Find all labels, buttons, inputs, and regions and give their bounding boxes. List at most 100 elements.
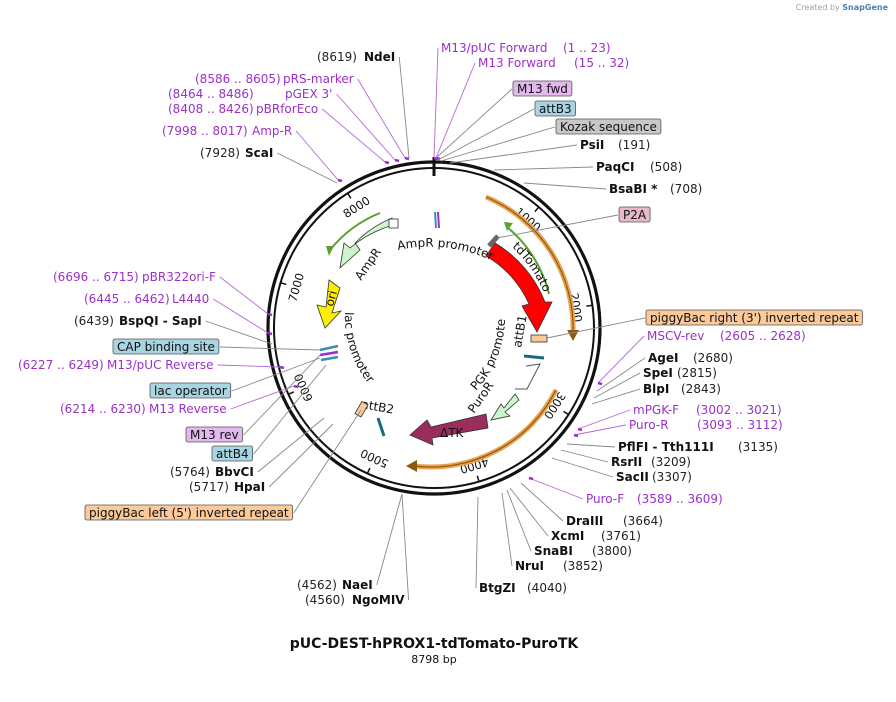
orange-arc-1-head	[567, 330, 579, 341]
label-pos-34: (5717)	[189, 480, 229, 494]
leader-line-8	[449, 144, 578, 164]
label-name-9: PaqCI	[596, 160, 634, 174]
boxed-leader-6	[231, 357, 321, 392]
leader-line-28	[219, 276, 269, 315]
green-arc-1	[506, 226, 550, 295]
leader-line-16	[573, 424, 627, 436]
leader-line-3	[357, 78, 406, 159]
label-name-26: NaeI	[342, 578, 373, 592]
label-pos-0: (8619)	[317, 50, 357, 64]
ori-label: ori	[322, 289, 340, 308]
leader-line-34	[268, 423, 334, 488]
label-pos-32: (6214 .. 6230)	[60, 402, 146, 416]
label-name-5: pBRforEco	[256, 102, 318, 116]
primer-mark-32	[293, 384, 299, 389]
label-pos-18: (3209)	[651, 455, 691, 469]
label-pos-33: (5764)	[170, 465, 210, 479]
boxed-label-text-3: P2A	[623, 208, 647, 222]
label-pos-17: (3135)	[738, 440, 778, 454]
leader-line-14	[591, 388, 641, 405]
label-pos-30: (6439)	[74, 314, 114, 328]
boxed-label-text-9: piggyBac left (5') inverted repeat	[89, 506, 289, 520]
boxed-label-3: P2A	[618, 206, 651, 223]
puror-feature	[490, 393, 520, 421]
boxed-label-text-1: attB3	[539, 102, 572, 116]
leader-line-33	[257, 417, 325, 473]
m13rev-mark	[319, 350, 339, 357]
primer-mark-29	[267, 331, 273, 336]
leader-line-25	[475, 496, 479, 589]
primer-mark-28	[267, 312, 273, 317]
boxed-label-text-2: Kozak sequence	[560, 120, 657, 134]
label-name-10: BsaBI *	[609, 182, 658, 196]
boxed-label-7: M13 rev	[185, 426, 243, 443]
boxed-leader-4	[546, 317, 646, 339]
boxed-label-text-6: lac operator	[154, 384, 227, 398]
leader-line-0	[398, 56, 410, 159]
label-name-11: MSCV-rev	[647, 329, 704, 343]
label-pos-25: (4040)	[527, 581, 567, 595]
primer-mark-20	[528, 476, 534, 481]
label-name-3: pRS-marker	[283, 72, 354, 86]
label-name-30: BspQI - SapI	[119, 314, 202, 328]
backbone	[266, 157, 602, 496]
label-name-23: SnaBI	[534, 544, 573, 558]
label-pos-9: (508)	[650, 160, 682, 174]
boxed-leader-5	[219, 346, 321, 351]
label-name-13: SpeI	[643, 366, 673, 380]
pgk-promoter-mark	[515, 363, 541, 390]
credit-brand: SnapGene	[842, 3, 888, 12]
dtk-label: ΔTK	[440, 426, 465, 440]
boxed-label-text-4: piggyBac right (3') inverted repeat	[650, 311, 859, 325]
primer-mark-4	[394, 158, 400, 163]
label-pos-6: (7998 .. 8017)	[162, 124, 248, 138]
label-name-0: NdeI	[364, 50, 395, 64]
orange-arc-1-core	[485, 196, 574, 334]
label-pos-21: (3664)	[623, 514, 663, 528]
attb1-mark	[523, 354, 545, 360]
leader-line-17	[566, 443, 616, 448]
boxed-label-4: piggyBac right (3') inverted repeat	[645, 309, 863, 326]
label-name-4: pGEX 3'	[285, 87, 332, 101]
label-name-1: M13/pUC Forward	[441, 41, 548, 55]
tick-mark-1000	[534, 206, 540, 213]
label-name-8: PsiI	[580, 138, 604, 152]
label-pos-28: (6696 .. 6715)	[53, 270, 139, 284]
tick-mark-7000	[280, 282, 287, 286]
label-name-16: Puro-R	[629, 418, 669, 432]
boxed-leader-1	[437, 108, 535, 161]
primer-mark-6	[337, 178, 343, 183]
label-name-24: NruI	[515, 559, 544, 573]
label-name-20: Puro-F	[586, 492, 624, 506]
leader-line-9	[493, 166, 594, 171]
primer-mark-3	[404, 156, 410, 161]
tick-mark-2000	[586, 304, 593, 307]
tick-mark-3000	[563, 410, 569, 416]
tick-label-5000: 5000	[358, 446, 390, 471]
attb2-mark	[376, 417, 386, 437]
green-arc-1-head	[504, 222, 513, 231]
leader-line-7	[277, 152, 338, 184]
boxed-label-5: CAP binding site	[112, 338, 220, 355]
tick-label-7000: 7000	[285, 271, 307, 303]
boxed-leader-3	[496, 214, 619, 239]
label-pos-15: (3002 .. 3021)	[696, 403, 782, 417]
label-pos-26: (4562)	[297, 578, 337, 592]
leader-line-21	[520, 482, 564, 522]
primer-mark-16	[573, 433, 579, 438]
boxed-leader-9	[293, 409, 362, 514]
leader-line-10	[523, 182, 607, 190]
boxed-label-2: Kozak sequence	[555, 118, 662, 135]
leader-line-26	[376, 493, 403, 586]
boxed-label-1: attB3	[534, 100, 576, 117]
lac-operator-mark	[320, 355, 339, 362]
leader-line-29	[212, 298, 269, 334]
leader-line-6	[295, 130, 339, 181]
label-pos-24: (3852)	[563, 559, 603, 573]
ori-feature	[316, 279, 343, 329]
boxed-label-bg-4	[645, 309, 863, 326]
label-name-32: M13 Reverse	[149, 402, 227, 416]
label-name-33: BbvCI	[215, 465, 254, 479]
ampr-promoter-label: AmpR promoter	[396, 236, 496, 263]
